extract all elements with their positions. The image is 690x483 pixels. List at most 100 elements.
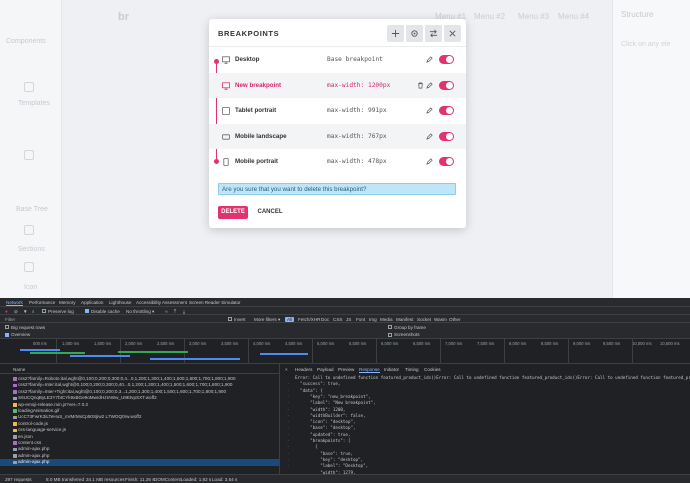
edit-pencil-icon[interactable] <box>426 158 433 165</box>
detail-tab-cookies[interactable]: Cookies <box>424 367 441 372</box>
detail-tab-response[interactable]: Response <box>359 367 380 373</box>
detail-tab-timing[interactable]: Timing <box>405 367 419 372</box>
type-filter-doc[interactable]: Doc <box>321 316 330 322</box>
sidebar-item-templates[interactable]: Templates <box>18 100 50 107</box>
edit-pencil-icon[interactable] <box>426 107 433 114</box>
add-breakpoint-button[interactable] <box>387 25 404 42</box>
edit-pencil-icon[interactable] <box>426 132 433 140</box>
throttling-select[interactable]: No throttling ▾ <box>126 308 155 314</box>
tab-accessibility[interactable]: Accessibility Assessment <box>136 300 188 305</box>
sidebar-item-icon[interactable]: Icon <box>24 284 38 291</box>
response-line: "key": "desktop", <box>295 456 364 462</box>
request-row[interactable]: control-code.js <box>0 421 279 427</box>
network-overview-timeline[interactable]: 500 ms 1,000 ms 1,500 ms 2,000 ms 2,500 … <box>0 339 690 364</box>
request-row[interactable]: wp-emoji-release.min.js?ver=7.0.2 <box>0 402 279 408</box>
disable-cache-checkbox[interactable]: Disable cache <box>85 309 120 314</box>
close-detail-icon[interactable]: × <box>285 367 288 372</box>
type-filter-manifest[interactable]: Manifest <box>396 316 414 322</box>
breakpoint-desc: max-width: 767px <box>327 132 387 140</box>
nav-menu-1[interactable]: Menu #1 <box>435 12 467 21</box>
request-row[interactable]: UcC73FwrK3iLTeHuS_nVMrMxCp50SjIw2 L7WOQ0… <box>0 414 279 420</box>
panel-divider[interactable] <box>279 364 280 474</box>
search-icon[interactable]: ⌕ <box>32 308 35 314</box>
tab-network[interactable]: Network <box>6 300 23 306</box>
breakpoint-row-new[interactable]: New breakpoint max-width: 1200px <box>209 72 466 98</box>
breakpoint-row-mobile-portrait[interactable]: Mobile portrait max-width: 478px <box>209 149 466 175</box>
request-row[interactable]: css-language-service.js <box>0 427 279 433</box>
swap-button[interactable] <box>425 25 442 42</box>
settings-button[interactable] <box>406 25 423 42</box>
filter-input[interactable]: Filter <box>5 316 16 322</box>
breakpoint-row-tablet-portrait[interactable]: Tablet portrait max-width: 991px <box>209 98 466 124</box>
delete-button[interactable]: DELETE <box>218 206 248 219</box>
edit-pencil-icon[interactable] <box>426 81 433 89</box>
request-row-selected[interactable]: admin-ajax.php <box>0 459 279 466</box>
detail-tab-headers[interactable]: Headers <box>295 367 313 372</box>
request-row[interactable]: admin-ajax.php <box>0 446 279 452</box>
request-row[interactable]: css2?family=Roboto:ital,wght@0,100;0,200… <box>0 376 279 382</box>
breakpoint-toggle[interactable] <box>439 80 454 90</box>
tab-lighthouse[interactable]: Lighthouse <box>109 300 132 305</box>
tab-performance[interactable]: Performance <box>29 300 56 305</box>
breakpoint-toggle[interactable] <box>439 157 454 166</box>
overview-checkbox[interactable]: Overview <box>5 332 30 337</box>
detail-tab-initiator[interactable]: Initiator <box>384 367 400 372</box>
response-line: "base": true, <box>295 450 353 456</box>
import-icon[interactable]: ⤒ <box>174 308 177 314</box>
detail-tab-payload[interactable]: Payload <box>317 367 334 372</box>
clear-icon[interactable]: ⊘ <box>14 308 18 314</box>
type-filter-wasm[interactable]: Wasm <box>434 316 447 322</box>
timeline-tick: 3,000 ms <box>189 341 207 346</box>
response-line: "width": 1200, <box>295 406 346 412</box>
breakpoint-toggle[interactable] <box>439 55 454 64</box>
tab-memory[interactable]: Memory <box>59 300 76 305</box>
trash-icon[interactable] <box>417 82 424 89</box>
type-filter-js[interactable]: JS <box>346 316 352 322</box>
request-row[interactable]: css2?family=Inter+Tight:ital,wght@0,100;… <box>0 389 279 395</box>
group-by-frame-checkbox[interactable]: Group by frame <box>388 325 426 330</box>
type-filter-socket[interactable]: Socket <box>417 316 432 322</box>
more-filters-select[interactable]: More filters ▾ <box>254 316 281 322</box>
nav-menu-3[interactable]: Menu #3 <box>518 12 550 21</box>
type-filter-font[interactable]: Font <box>356 316 366 322</box>
edit-pencil-icon[interactable] <box>426 56 433 63</box>
type-filter-fetch[interactable]: Fetch/XHR <box>298 316 321 322</box>
nav-menu-4[interactable]: Menu #4 <box>558 12 590 21</box>
request-row[interactable]: admin-ajax.php <box>0 453 279 459</box>
type-filter-css[interactable]: CSS <box>333 316 343 322</box>
record-icon[interactable]: ● <box>5 308 8 314</box>
preserve-log-checkbox[interactable]: Preserve log <box>42 309 74 314</box>
wifi-icon[interactable]: ≈ <box>165 308 168 314</box>
breakpoint-row-desktop[interactable]: Desktop Base breakpoint <box>209 47 466 73</box>
nav-menu-2[interactable]: Menu #2 <box>474 12 506 21</box>
sidebar-item-sections[interactable]: Sections <box>18 246 45 253</box>
breakpoint-toggle[interactable] <box>439 106 454 115</box>
sidebar-item-components[interactable]: Components <box>6 38 46 45</box>
export-icon[interactable]: ⤓ <box>183 308 186 314</box>
request-row[interactable]: content.css <box>0 440 279 446</box>
cancel-button[interactable]: CANCEL <box>257 209 283 215</box>
invert-checkbox[interactable]: Invert <box>228 317 246 322</box>
timeline-tick: 10,500 ms <box>660 341 680 346</box>
tab-application[interactable]: Application <box>81 300 104 305</box>
big-rows-checkbox[interactable]: Big request rows <box>5 325 45 330</box>
name-column-header[interactable]: Name <box>0 366 279 374</box>
screenshots-checkbox[interactable]: Screenshots <box>388 332 420 337</box>
type-filter-media[interactable]: Media <box>380 316 393 322</box>
request-row[interactable]: en.json <box>0 434 279 440</box>
request-row[interactable]: loadingAnimation.gif <box>0 408 279 414</box>
breakpoint-row-mobile-landscape[interactable]: Mobile landscape max-width: 767px <box>209 123 466 149</box>
sidebar-item-base-tree[interactable]: Base Tree <box>16 206 48 213</box>
tablet-icon <box>222 107 230 115</box>
breakpoint-desc: max-width: 991px <box>327 107 387 114</box>
filter-icon[interactable]: ▼ <box>23 308 28 314</box>
request-row[interactable]: css2?family=Inter:ital,wght@0,100;0,200;… <box>0 382 279 388</box>
type-filter-img[interactable]: Img <box>369 316 377 322</box>
type-filter-all[interactable]: All <box>285 316 295 322</box>
tab-screen-reader[interactable]: Screen Reader Simulator <box>189 300 241 305</box>
request-row[interactable]: S6UCQnqByLE3Y7btCYk9xBGe9oMwrdHztAWw_U9E… <box>0 395 279 401</box>
type-filter-other[interactable]: Other <box>449 316 461 322</box>
detail-tab-preview[interactable]: Preview <box>338 367 355 372</box>
close-button[interactable] <box>444 25 461 42</box>
breakpoint-toggle[interactable] <box>439 131 454 141</box>
